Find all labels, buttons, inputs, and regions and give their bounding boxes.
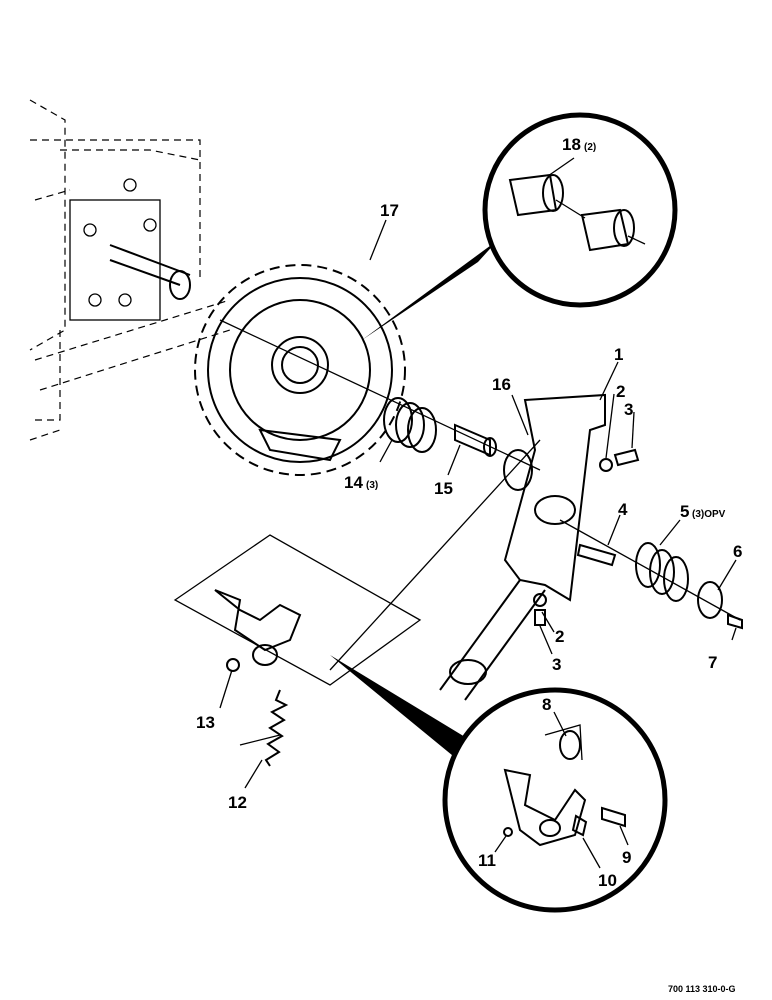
bushing-18-a <box>508 173 564 217</box>
bushing-18-b <box>580 208 635 252</box>
retaining-ring-6 <box>697 581 723 619</box>
callout-11: 11 <box>478 851 496 870</box>
callout-6: 6 <box>733 542 742 561</box>
callout-15: 15 <box>434 479 453 498</box>
callout-5: 5 <box>680 502 689 521</box>
bolt-2-3-lower <box>533 593 547 626</box>
spring-stack-14 <box>383 397 437 453</box>
callout-3-upper: 3 <box>624 400 633 419</box>
leader-lines <box>219 157 737 869</box>
callout-4: 4 <box>618 500 628 519</box>
latch-assembly <box>214 589 302 672</box>
screw-7 <box>727 613 743 630</box>
assembly-axis <box>219 319 541 471</box>
spring-12 <box>264 689 289 767</box>
drawing-number: 700 113 310-0-G <box>668 984 736 994</box>
callout-10: 10 <box>598 871 617 890</box>
callout-1: 1 <box>614 345 623 364</box>
callout-5-qualifier: (3)OPV <box>692 509 726 520</box>
callout-17: 17 <box>380 201 399 220</box>
callout-13: 13 <box>196 713 215 732</box>
key-4 <box>576 543 617 567</box>
spring-stack-5 <box>635 542 689 602</box>
bolt-2-3-upper <box>599 448 640 472</box>
callout-12: 12 <box>228 793 247 812</box>
machine-frame <box>29 99 231 441</box>
lever-arm-1 <box>439 393 606 701</box>
callout-2-upper: 2 <box>616 382 625 401</box>
callout-18: 18 <box>562 135 581 154</box>
callout-2-lower: 2 <box>555 627 564 646</box>
callout-14: 14 <box>344 473 363 492</box>
callout-8: 8 <box>542 695 551 714</box>
callout-9: 9 <box>622 848 631 867</box>
detail-circle-latch <box>330 655 668 913</box>
callout-3-lower: 3 <box>552 655 561 674</box>
panel-outline <box>173 534 422 686</box>
sprocket-17 <box>194 264 406 476</box>
pin-15 <box>454 423 497 457</box>
callout-14-qualifier: (3) <box>366 480 378 491</box>
callout-18-qualifier: (2) <box>584 142 596 153</box>
callout-16: 16 <box>492 375 511 394</box>
detail-circle-bushings <box>362 112 678 340</box>
callout-7: 7 <box>708 653 717 672</box>
